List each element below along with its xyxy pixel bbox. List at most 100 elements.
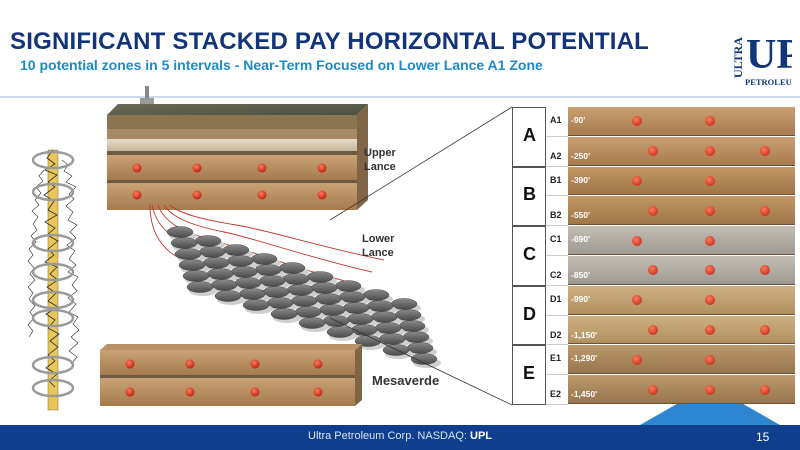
- log-ring: [31, 308, 75, 328]
- upper-lance-block: [107, 86, 368, 210]
- ultra-petroleum-logo: ULTRA UP PETROLEUM: [732, 10, 792, 90]
- zone-band-e1: -1,290': [568, 345, 795, 375]
- interval-letter: D: [523, 303, 536, 324]
- slide-title: SIGNIFICANT STACKED PAY HORIZONTAL POTEN…: [10, 28, 650, 55]
- well-log-rings: [31, 150, 75, 398]
- zone-band-d1: -990': [568, 285, 795, 315]
- logo-mark: UP: [746, 32, 792, 78]
- mesaverde-block: [100, 344, 362, 406]
- zone-dot: [648, 265, 658, 276]
- sand-lens: [186, 281, 214, 293]
- zone-name: E1: [550, 353, 562, 364]
- logo-bottom-text: PETROLEUM: [745, 77, 792, 87]
- zone-dot: [632, 235, 642, 246]
- zone-dot: [705, 205, 715, 216]
- callout-line-bottom: [329, 317, 513, 406]
- log-ring: [31, 150, 75, 170]
- interval-group-c: C C1 -690'C2-850': [512, 226, 795, 286]
- zone-marker-dot: [125, 359, 135, 369]
- footer-accent-triangle: [640, 385, 780, 425]
- logo-side-text: ULTRA: [732, 37, 745, 78]
- interval-letter-cell: A: [512, 107, 546, 167]
- zone-depth: -850': [571, 269, 591, 280]
- zone-name-cell: C2: [546, 255, 568, 286]
- zone-marker-dot: [257, 163, 267, 173]
- zone-marker-dot: [192, 190, 202, 200]
- zone-dot: [760, 384, 770, 395]
- page-number: 15: [756, 430, 770, 444]
- well-log: [27, 149, 80, 411]
- zone-dot: [648, 146, 658, 157]
- interval-letter-cell: B: [512, 166, 546, 227]
- footer-bar: [0, 425, 800, 450]
- log-ring: [31, 233, 75, 253]
- sand-lens: [214, 290, 242, 302]
- zone-depth: -1,290': [571, 353, 598, 364]
- zone-dot: [632, 354, 642, 365]
- zone-name-cell: D1: [546, 285, 568, 316]
- sand-lens: [270, 308, 298, 320]
- zone-dot: [760, 205, 770, 216]
- zone-depth: -1,150': [571, 329, 598, 340]
- interval-letter: A: [523, 124, 536, 145]
- zone-marker-dot: [250, 387, 260, 397]
- zone-band-b1: -390': [568, 166, 795, 196]
- sand-lens: [174, 248, 202, 260]
- zone-depth: -390': [571, 174, 591, 185]
- zone-name-cell: E1: [546, 345, 568, 376]
- zone-dot: [705, 235, 715, 246]
- zone-name-cell: B1: [546, 166, 568, 197]
- label-mesaverde: Mesaverde: [372, 373, 440, 388]
- zone-marker-dot: [185, 359, 195, 369]
- zone-name-cell: A1: [546, 107, 568, 137]
- lower-lance-sand-lenses: [166, 226, 441, 368]
- log-ring: [31, 290, 75, 310]
- zone-name: C1: [550, 234, 562, 245]
- interval-letter-cell: E: [512, 345, 546, 405]
- zone-marker-dot: [250, 359, 260, 369]
- zone-marker-dot: [313, 359, 323, 369]
- zone-name: D1: [550, 293, 562, 304]
- zone-dot: [648, 205, 658, 216]
- zone-dot: [760, 324, 770, 335]
- zone-band-a2: -250': [568, 136, 795, 166]
- sand-lens: [166, 226, 194, 238]
- zone-dot: [632, 116, 642, 127]
- sand-lens: [354, 335, 382, 347]
- zone-name: A1: [550, 115, 562, 125]
- zone-marker-dot: [313, 387, 323, 397]
- zone-name-cell: A2: [546, 136, 568, 167]
- zone-marker-dot: [132, 190, 142, 200]
- zone-dot: [760, 146, 770, 157]
- zone-band-b2: -550': [568, 196, 795, 226]
- zone-band-c1: -690': [568, 226, 795, 255]
- zone-name-cell: B2: [546, 196, 568, 227]
- zone-band-a1: -90': [568, 107, 795, 136]
- interval-letter-cell: C: [512, 226, 546, 286]
- zone-dot: [632, 295, 642, 306]
- zone-dot: [648, 384, 658, 395]
- zone-marker-dot: [125, 387, 135, 397]
- zone-depth: -250': [571, 150, 591, 161]
- zone-name: B2: [550, 210, 562, 221]
- zone-name: A2: [550, 150, 562, 161]
- zone-name: E2: [550, 389, 562, 400]
- interval-group-a: A A1 -90' A2 -250': [512, 107, 795, 167]
- sand-lens: [170, 237, 198, 249]
- zone-dot: [705, 324, 715, 335]
- sand-lens: [242, 299, 270, 311]
- zone-depth: -90': [571, 115, 586, 125]
- zone-marker-dot: [257, 190, 267, 200]
- footer-ticker: UPL: [470, 430, 492, 442]
- slide-subtitle: 10 potential zones in 5 intervals - Near…: [20, 57, 543, 73]
- zone-dot: [705, 354, 715, 365]
- zone-marker-dot: [192, 163, 202, 173]
- zone-marker-dot: [317, 190, 327, 200]
- label-lower-lance: Lower Lance: [362, 233, 395, 259]
- log-ring: [31, 378, 75, 398]
- log-ring: [31, 355, 75, 375]
